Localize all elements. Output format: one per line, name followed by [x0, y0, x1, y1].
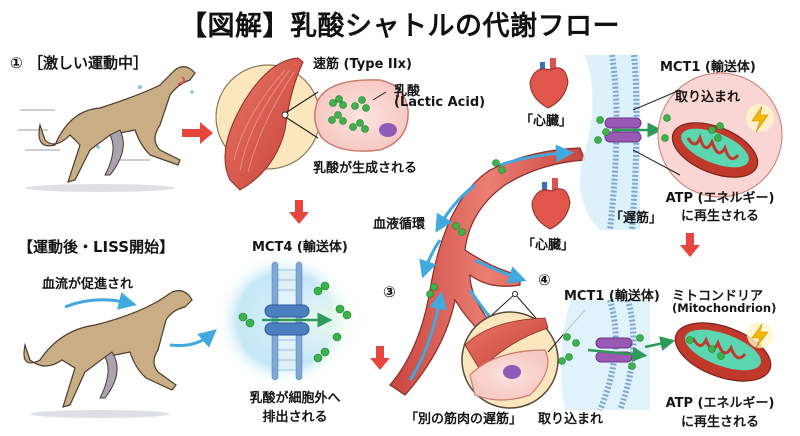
other-muscle-label: 「別の筋肉の遅筋」 [405, 412, 523, 427]
mitochondrion-icon [674, 322, 772, 382]
lactate-produced-caption: 乳酸が生成される [313, 161, 418, 176]
step2-heading: 【運動後・LISS開始】 [18, 238, 175, 256]
step3-marker: ③ [383, 283, 396, 301]
mitochondrion-icon [671, 122, 759, 178]
heart-label-top: 「心臓」 [520, 114, 573, 129]
blood-circulation-label: 血液循環 [373, 217, 426, 232]
mct1-label-top: MCT1 (輸送体) [660, 60, 756, 75]
arrow-down-icon [370, 346, 390, 370]
blood-flow-caption: 血流が促進され [42, 277, 134, 292]
uptake-label-bottom: 取り込まれ [538, 412, 604, 427]
running-dog-icon [23, 290, 193, 418]
step1-heading: ① ［激しい運動中］ [10, 52, 148, 73]
blood-vessel-icon [389, 144, 586, 396]
step1-marker: ① [10, 54, 23, 72]
lactate-molecule-icon [594, 114, 724, 144]
atp-label-bottom-2: に再生される [680, 415, 759, 430]
atp-label-top-2: に再生される [680, 209, 759, 224]
blood-flow-arrow-icon [169, 329, 217, 348]
lactate-molecule-icon [558, 333, 725, 370]
slow-twitch-label: 「遅筋」 [610, 211, 663, 226]
mct1-label-bottom: MCT1 (輸送体) [564, 289, 660, 304]
uptake-label-top: 取り込まれ [675, 90, 741, 105]
heart-icon [531, 178, 571, 230]
blood-flow-arrow-icon [64, 292, 137, 310]
heart-icon [529, 58, 569, 109]
mitochondria-label-en: (Mitochondrion) [672, 301, 777, 315]
fast-twitch-label: 速筋 (Type IIx) [313, 57, 412, 72]
arrow-down-icon [289, 200, 309, 224]
muscle-icon [215, 57, 321, 191]
transporter-icon [264, 304, 310, 336]
lactate-label-jp: 乳酸 [394, 84, 421, 99]
arrow-right-icon [182, 122, 213, 144]
step1-heading-text: ［激しい運動中］ [27, 54, 148, 72]
lactate-molecule-icon [238, 281, 352, 363]
running-dog-icon [18, 66, 196, 192]
lightning-icon [747, 322, 773, 349]
atp-label-bottom-1: ATP (エネルギー) [665, 396, 775, 411]
muscle-icon [461, 291, 586, 409]
arrow-down-icon [680, 233, 700, 257]
step4-marker: ④ [538, 271, 551, 289]
atp-label-top-1: ATP (エネルギー) [665, 191, 775, 206]
heart-label-mid: 「心臓」 [522, 238, 575, 253]
lactate-export-caption-2: 排出される [262, 410, 328, 425]
mitochondria-label-jp: ミトコンドリア [672, 289, 764, 304]
mct4-label: MCT4 (輸送体) [252, 240, 348, 255]
transporter-icon [604, 117, 642, 143]
lactate-molecule-icon [328, 95, 370, 133]
lactate-label-en: (Lactic Acid) [394, 95, 486, 110]
lightning-icon [746, 104, 774, 133]
lactate-export-caption-1: 乳酸が細胞外へ [249, 391, 341, 406]
page-title: 【図解】乳酸シャトルの代謝フロー [180, 11, 620, 42]
